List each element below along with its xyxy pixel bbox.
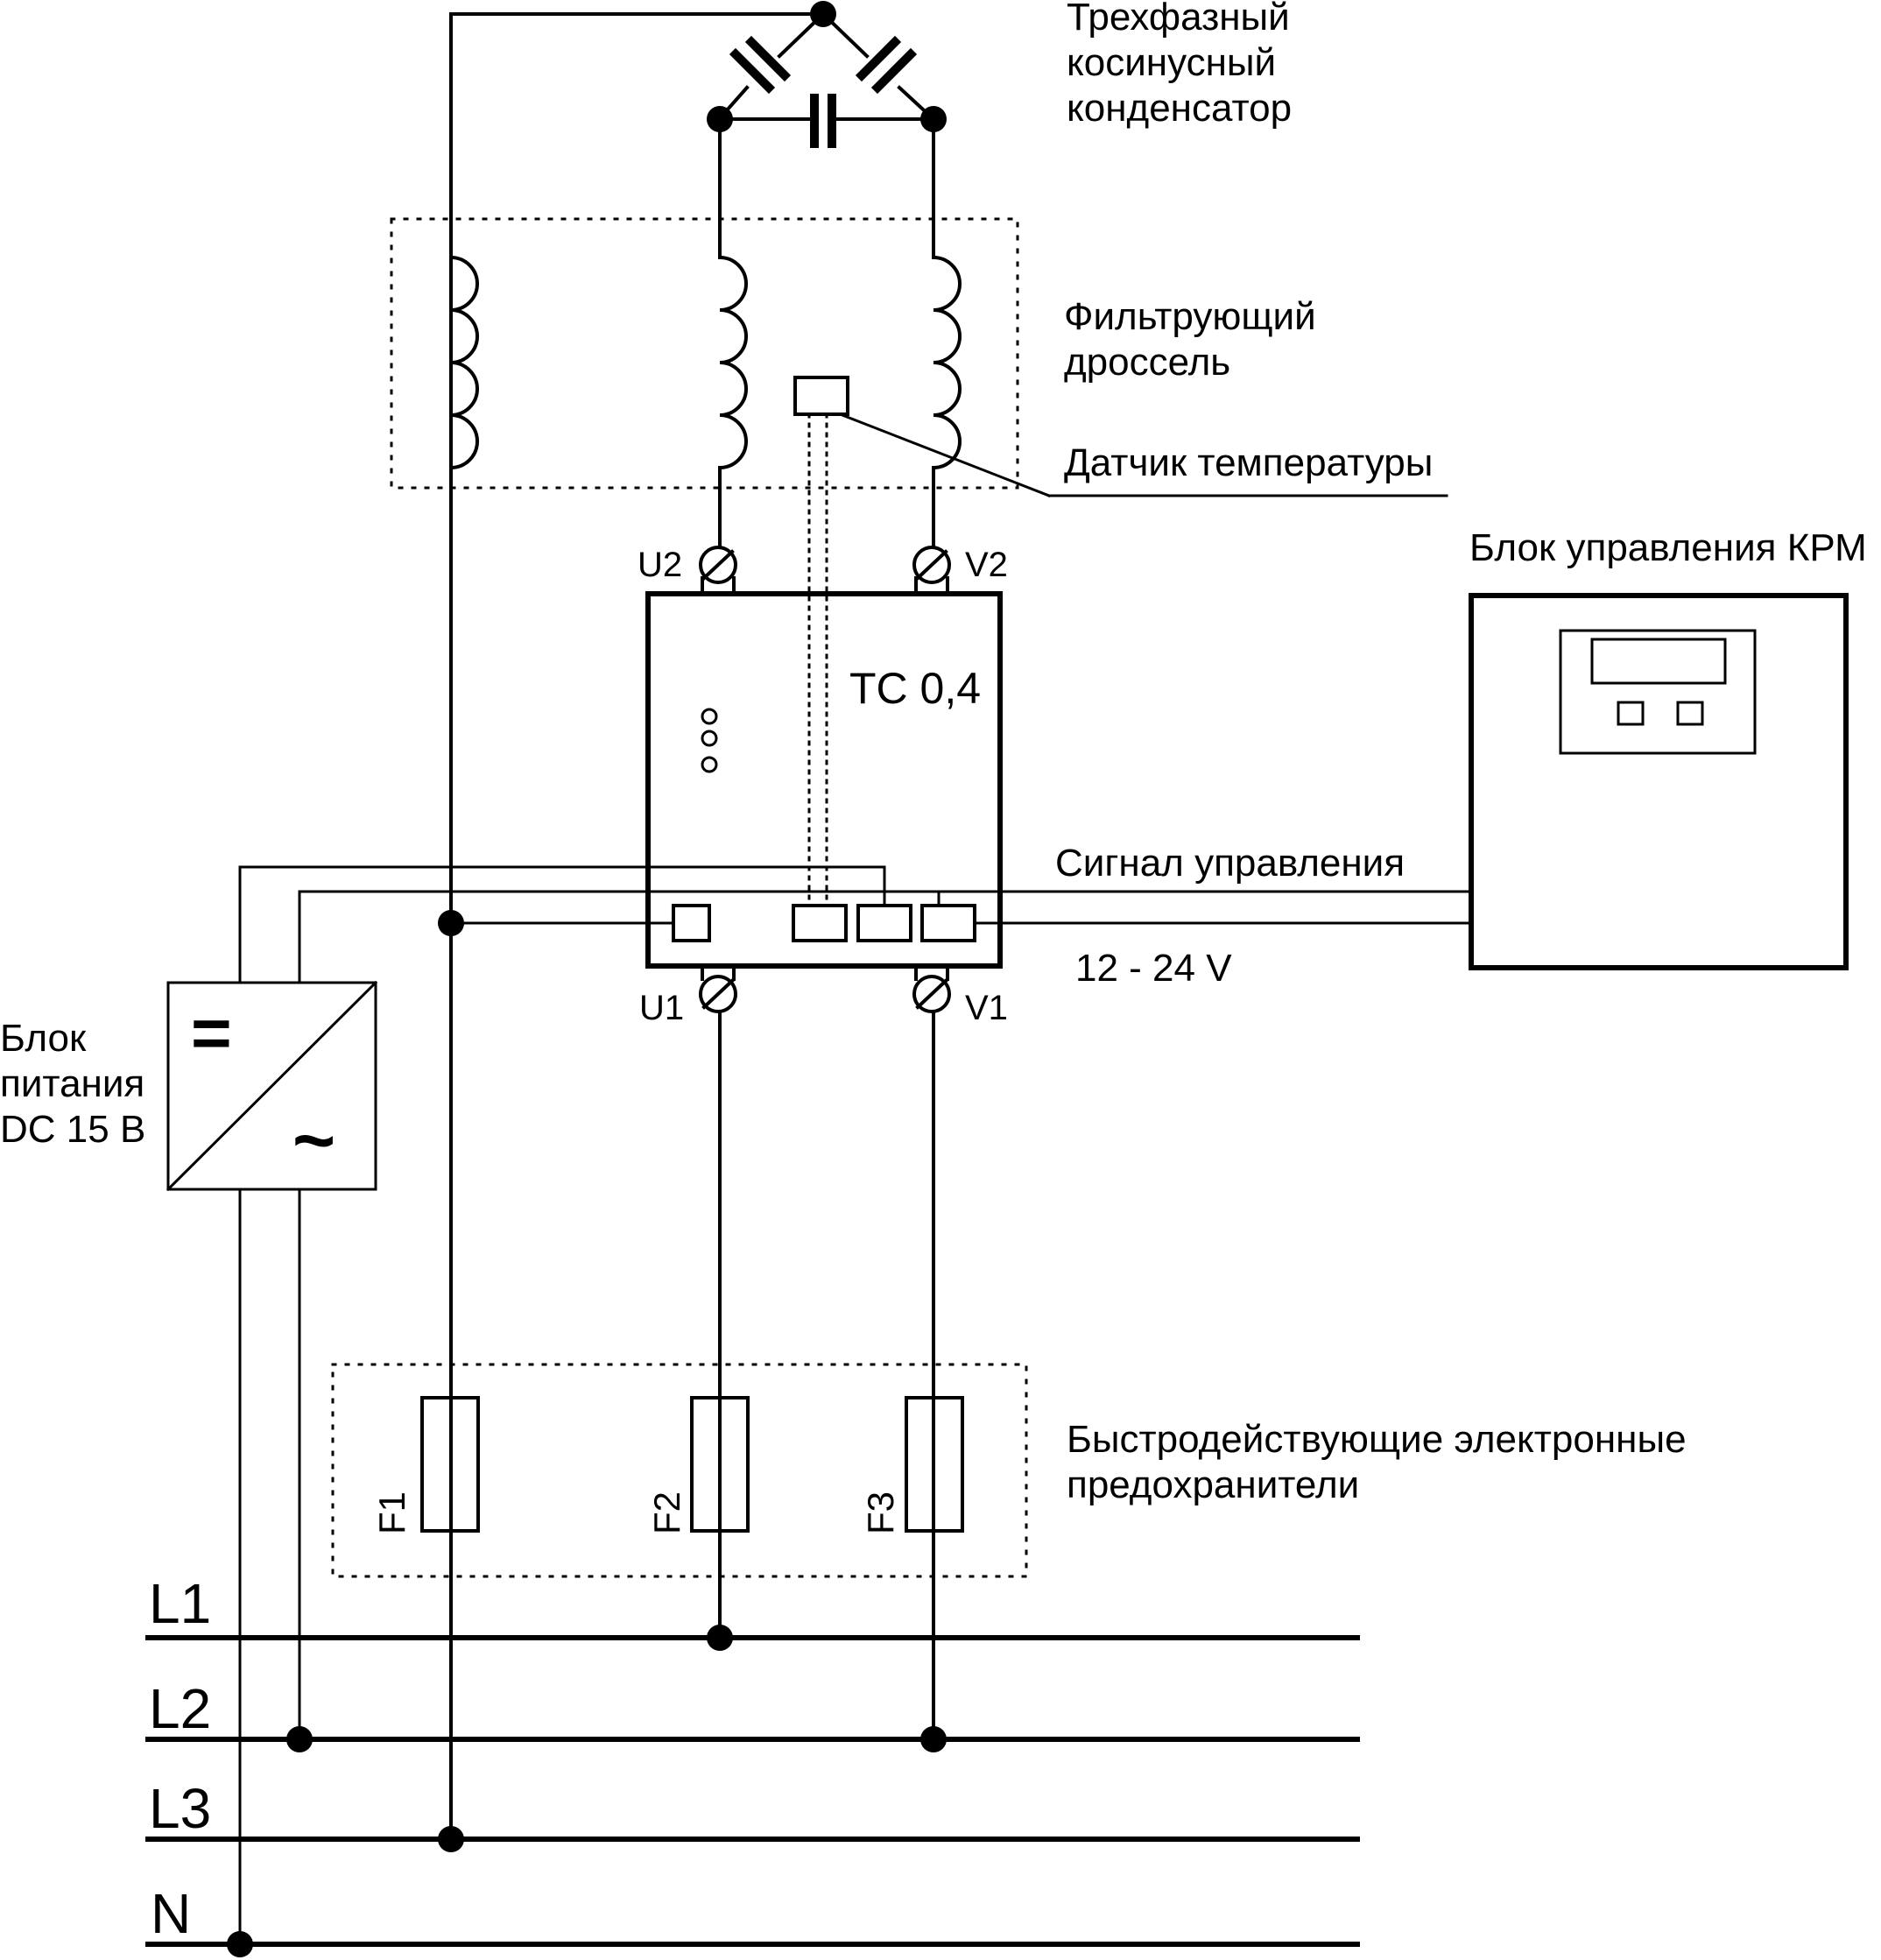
- controller-button-left: [1617, 701, 1645, 726]
- controller-display: [1590, 638, 1727, 685]
- capacitor-node-top: [810, 1, 836, 27]
- choke-coil-middle: [717, 255, 748, 470]
- controller-button-right: [1676, 701, 1704, 726]
- l3-bus-node: [438, 1826, 464, 1852]
- bus-l2-label: L2: [149, 1677, 212, 1740]
- choke-label: Фильтрующий дроссель: [1064, 295, 1316, 384]
- temperature-sensor-label: Датчик температуры: [1064, 441, 1434, 484]
- connector-block-3: [856, 904, 912, 942]
- connector-block-2: [792, 904, 848, 942]
- power-supply-body: [166, 981, 377, 1191]
- terminal-u2-label: U2: [638, 546, 683, 584]
- controller-body: [1469, 593, 1849, 970]
- terminal-u1-symbol: [699, 965, 737, 1013]
- capacitor-label: Трехфазный косинусный конденсатор: [1067, 0, 1293, 130]
- connector-block-4: [920, 904, 976, 942]
- thyristor-switch-title: TC 0,4: [849, 664, 982, 713]
- voltage-range-label: 12 - 24 V: [1075, 947, 1232, 990]
- terminal-v1-label: V1: [965, 989, 1008, 1027]
- connector-block-1: [672, 904, 711, 942]
- temperature-sensor-leader: [841, 413, 1051, 497]
- choke-coil-left: [448, 255, 479, 470]
- capacitor-node-left: [707, 106, 733, 132]
- l2-bus-node-v1: [920, 1726, 947, 1752]
- power-supply-label: Блок питания DC 15 B: [0, 1017, 146, 1151]
- choke-enclosure: [390, 217, 1019, 490]
- control-signal-label: Сигнал управления: [1055, 842, 1405, 885]
- bus-l1-label: L1: [149, 1572, 212, 1635]
- ac-symbol: ~: [292, 1099, 336, 1181]
- controller-panel: [1559, 629, 1757, 755]
- bus-l3-label: L3: [149, 1777, 212, 1840]
- l1-bus-node: [707, 1625, 733, 1651]
- l2-bus-node-psu: [286, 1726, 313, 1752]
- controller-label: Блок управления КРМ: [1469, 526, 1867, 569]
- fuse-f2-label: F2: [646, 1491, 687, 1534]
- capacitor-bank: [449, 11, 936, 930]
- fuses-label: Быстродействующие электронные предохрани…: [1067, 1418, 1687, 1506]
- temperature-sensor: [793, 376, 849, 416]
- thyristor-switch-body: [645, 591, 1003, 969]
- fuse-f3-label: F3: [860, 1491, 901, 1534]
- indicator-led-3: [701, 756, 718, 773]
- terminal-u2-symbol: [699, 546, 737, 594]
- capacitor-node-right: [920, 106, 947, 132]
- dc-symbol: =: [191, 994, 232, 1072]
- terminal-u1-label: U1: [639, 989, 685, 1027]
- indicator-led-1: [701, 708, 718, 725]
- terminal-v2-symbol: [912, 546, 951, 594]
- terminal-v2-label: V2: [965, 546, 1008, 584]
- l3-junction-node: [438, 910, 464, 936]
- indicator-led-2: [701, 730, 718, 747]
- n-bus-node: [227, 1931, 253, 1957]
- bus-n-label: N: [151, 1882, 192, 1945]
- choke-coil-right: [931, 255, 962, 470]
- terminal-v1-symbol: [912, 965, 951, 1013]
- fuse-f1-label: F1: [371, 1491, 412, 1534]
